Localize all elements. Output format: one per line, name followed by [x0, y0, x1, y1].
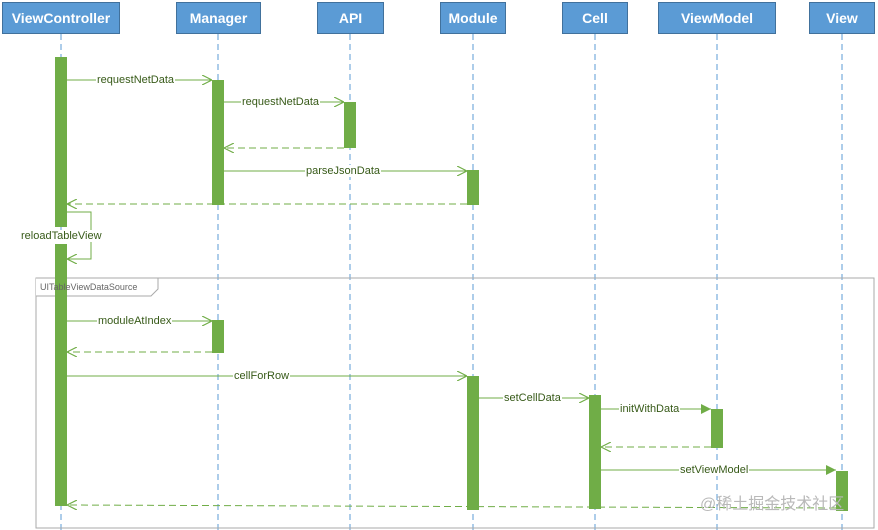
lifeline-header-manager: Manager: [176, 2, 261, 34]
activation-mod-2: [467, 376, 479, 510]
message-label: setViewModel: [679, 464, 750, 476]
activation-view-1: [836, 471, 848, 511]
message-label: parseJsonData: [305, 165, 381, 177]
activation-vc-2: [55, 244, 67, 506]
lifeline-header-cell: Cell: [562, 2, 628, 34]
message-label: moduleAtIndex: [97, 315, 173, 327]
message-label: requestNetData: [241, 96, 321, 108]
activation-mod-1: [467, 170, 479, 205]
activation-mgr-1: [212, 80, 224, 205]
combined-fragment-label: UITableViewDataSource: [40, 282, 138, 292]
message-label: requestNetData: [96, 74, 176, 86]
watermark: @稀土掘金技术社区: [700, 496, 845, 513]
lifeline-header-view: View: [809, 2, 875, 34]
lifeline-header-module: Module: [440, 2, 506, 34]
activation-vc-1: [55, 57, 67, 227]
message-label: initWithData: [619, 403, 681, 415]
activation-mgr-2: [212, 320, 224, 353]
lifeline-header-api: API: [317, 2, 384, 34]
lifeline-header-viewmodel: ViewModel: [658, 2, 776, 34]
activation-cell-1: [589, 395, 601, 509]
message-label: cellForRow: [233, 370, 291, 382]
lifeline-header-viewcontroller: ViewController: [2, 2, 120, 34]
activation-api-1: [344, 102, 356, 148]
return-arrow: [67, 505, 837, 508]
message-label: reloadTableView: [20, 230, 103, 242]
message-label: setCellData: [503, 392, 562, 404]
activation-vm-1: [711, 409, 723, 448]
combined-fragment-frame: [35, 277, 875, 529]
